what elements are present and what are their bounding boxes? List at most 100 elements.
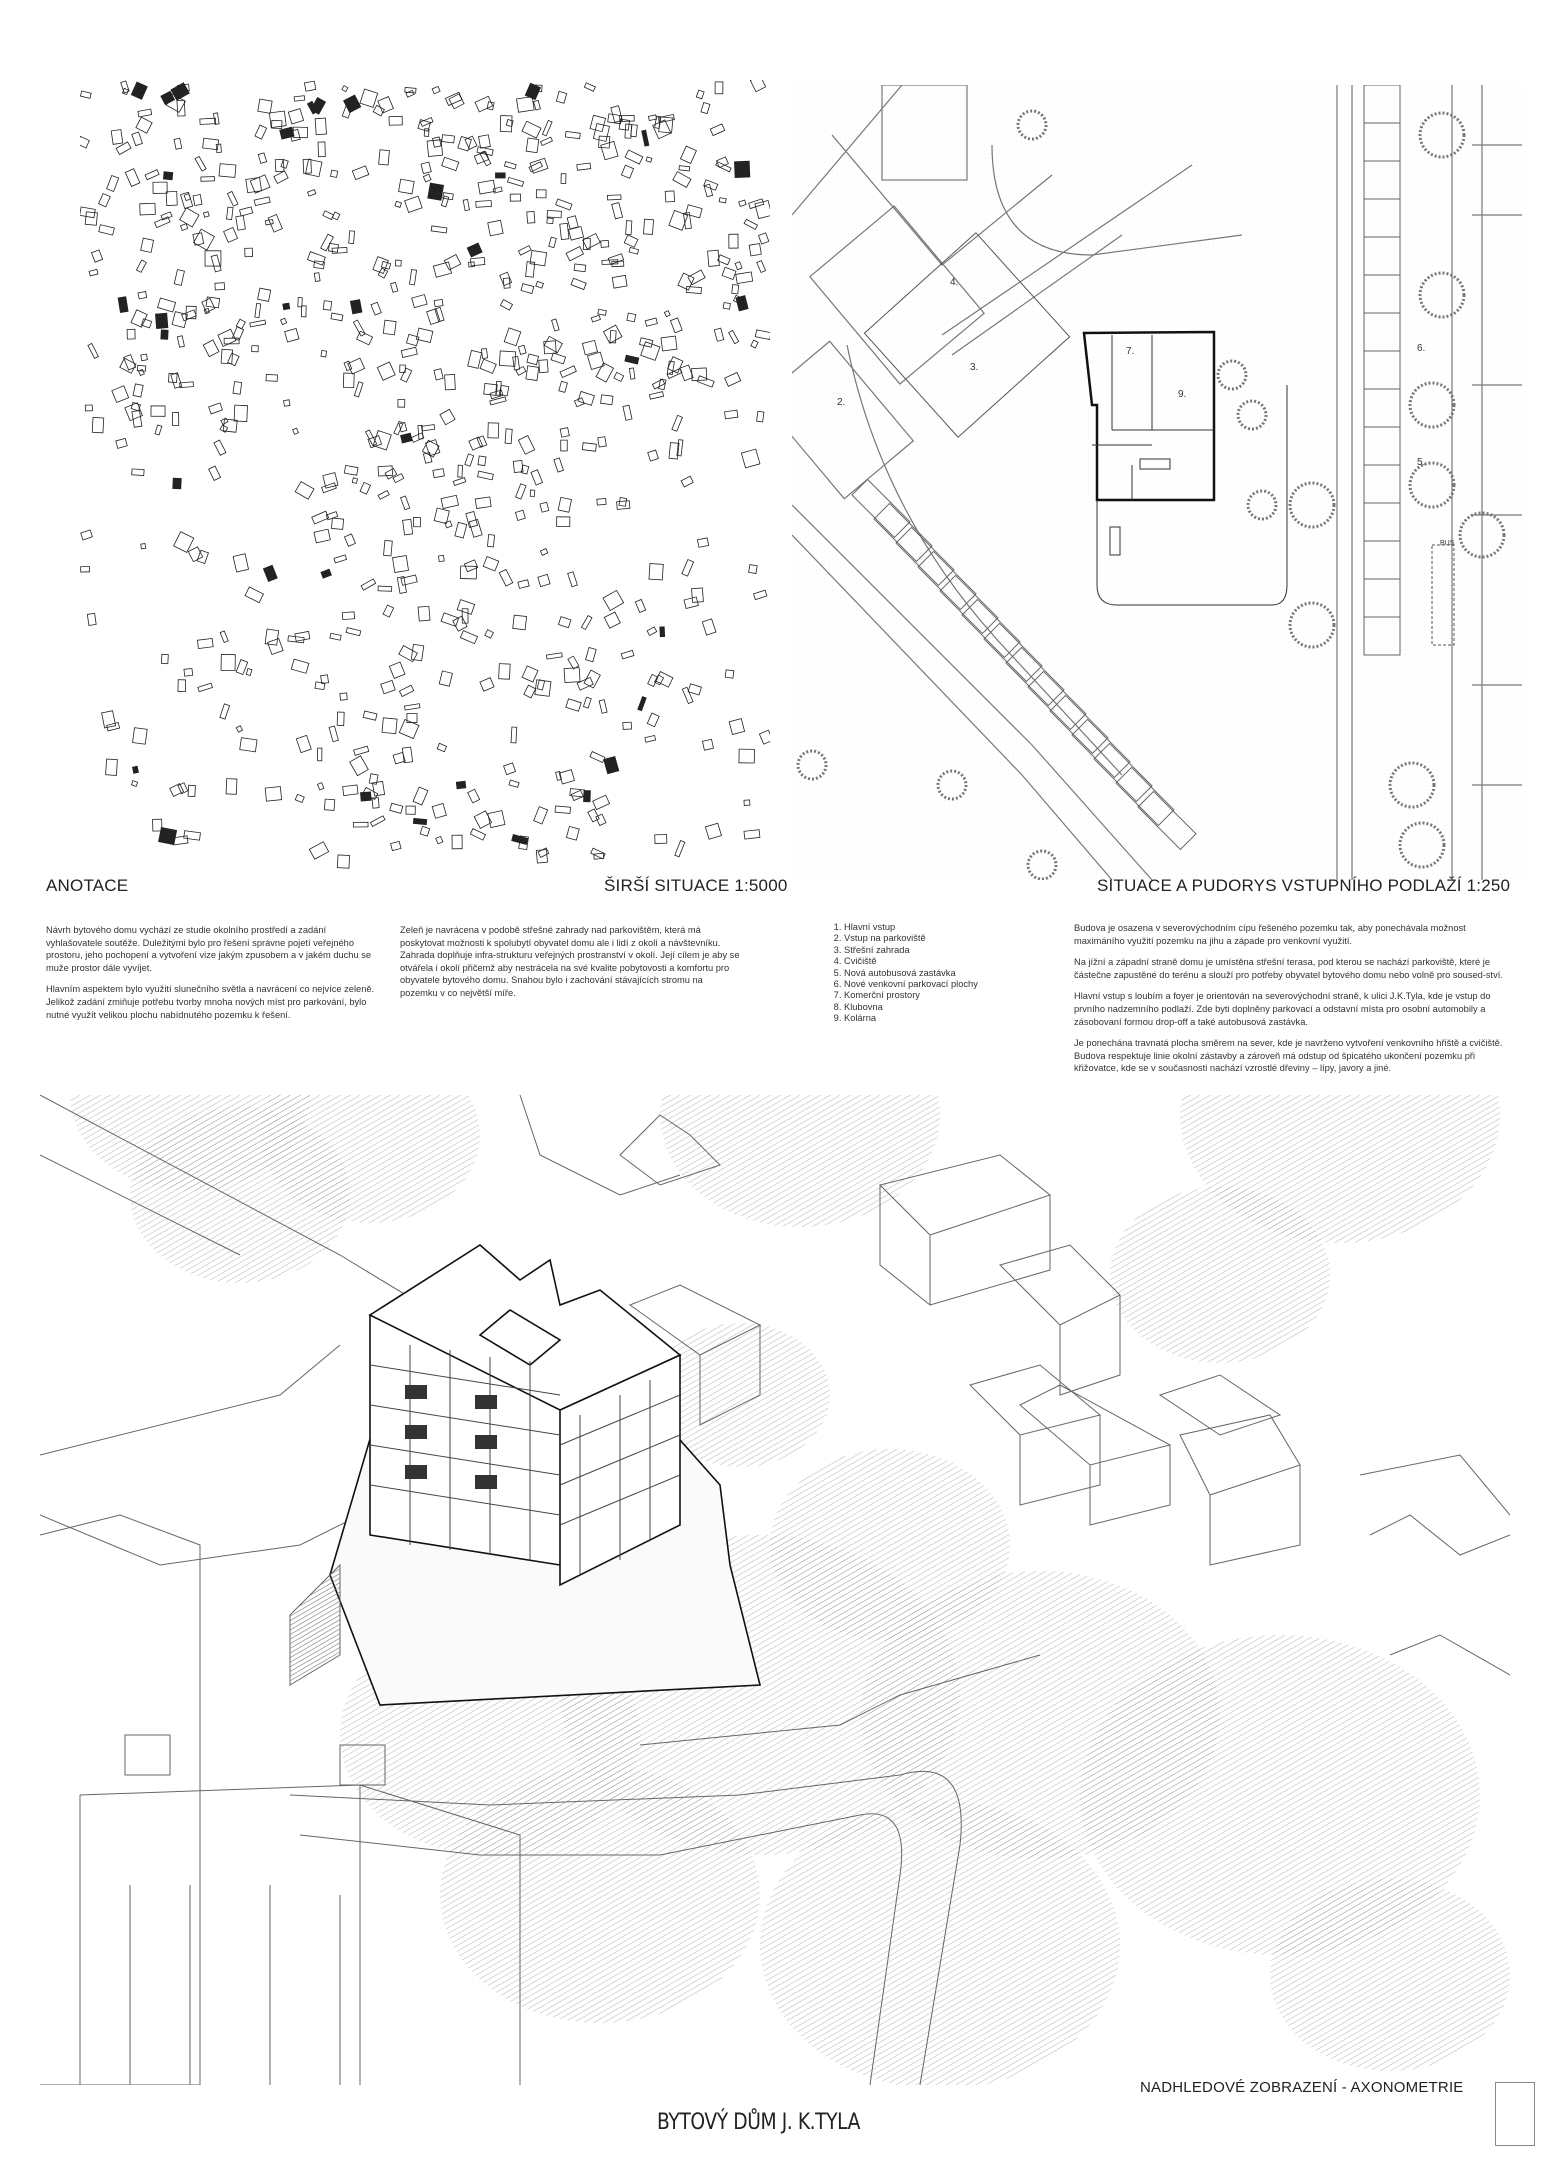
map-building — [294, 480, 315, 500]
map-building — [235, 659, 249, 676]
map-building — [713, 327, 725, 342]
map-building — [507, 176, 525, 187]
map-building — [566, 215, 579, 230]
map-building — [356, 330, 374, 346]
map-building — [553, 457, 564, 473]
map-building — [475, 200, 492, 208]
map-building — [724, 371, 742, 387]
map-building — [106, 174, 120, 192]
map-building — [320, 674, 330, 685]
map-building — [533, 806, 549, 825]
map-building — [470, 257, 486, 267]
map-building — [685, 204, 703, 219]
map-building — [267, 213, 283, 233]
map-building — [687, 683, 702, 696]
map-building — [217, 328, 237, 348]
map-building — [422, 173, 432, 183]
map-building — [602, 589, 625, 612]
map-building — [154, 424, 163, 436]
map-building — [173, 531, 195, 553]
map-building — [520, 283, 535, 294]
map-building — [342, 372, 355, 388]
map-building — [658, 116, 674, 134]
map-building — [132, 727, 148, 745]
map-building — [160, 211, 173, 221]
map-building — [643, 218, 654, 235]
map-building — [703, 183, 714, 198]
map-building — [179, 381, 194, 389]
map-building — [758, 729, 770, 745]
map-building — [681, 686, 694, 705]
map-building — [590, 314, 601, 323]
map-building — [514, 509, 526, 521]
map-building — [517, 245, 532, 256]
axonometry-heading: NADHLEDOVÉ ZOBRAZENÍ - AXONOMETRIE — [1140, 2079, 1464, 2096]
map-building — [205, 296, 221, 309]
map-building — [624, 149, 644, 165]
map-building — [137, 108, 153, 118]
map-building — [657, 113, 675, 124]
tree-canopy — [660, 1095, 940, 1227]
map-building — [735, 271, 754, 285]
map-building — [187, 546, 204, 563]
tree-canopy — [760, 1801, 1120, 2085]
map-building — [478, 134, 491, 149]
map-building — [724, 669, 735, 679]
map-building — [233, 404, 248, 422]
parking-space — [851, 478, 911, 539]
map-building — [98, 192, 111, 208]
map-building — [691, 367, 708, 382]
map-building — [748, 564, 758, 574]
parking-space — [1071, 718, 1131, 779]
map-building — [728, 329, 740, 345]
map-building — [510, 726, 518, 744]
map-building — [381, 717, 398, 735]
map-building — [583, 669, 601, 689]
map-building — [251, 345, 259, 353]
project-title: BYTOVÝ DŮM J. K.TYLA — [657, 2110, 860, 2135]
map-building — [292, 126, 308, 139]
map-building — [683, 212, 692, 230]
map-building — [369, 815, 386, 827]
map-building — [274, 158, 285, 173]
map-building — [279, 317, 288, 326]
map-building — [245, 668, 253, 677]
map-building — [515, 483, 527, 500]
map-building — [489, 396, 507, 406]
map-building — [98, 224, 115, 236]
map-building — [701, 618, 717, 636]
map-building — [405, 805, 416, 815]
map-building — [593, 852, 605, 860]
map-building — [598, 135, 611, 149]
map-building — [529, 250, 548, 267]
map-building — [322, 472, 339, 489]
map-building — [160, 653, 169, 665]
map-building — [336, 711, 345, 727]
map-building — [749, 80, 767, 93]
map-building — [388, 115, 403, 126]
map-building — [526, 211, 536, 224]
map-building — [595, 813, 607, 827]
map-building — [412, 817, 428, 826]
annotation-column-1: Návrh bytového domu vychází ze studie ok… — [46, 924, 376, 1030]
map-building — [333, 554, 348, 564]
map-building — [678, 165, 691, 172]
map-building — [411, 294, 428, 309]
map-building — [80, 90, 92, 99]
map-building — [750, 339, 759, 349]
map-building — [611, 202, 624, 220]
map-building — [264, 786, 283, 802]
map-building — [721, 266, 737, 280]
map-building — [703, 179, 719, 191]
map-building — [585, 646, 597, 663]
map-building — [440, 612, 460, 627]
map-building — [295, 734, 312, 754]
map-building — [219, 630, 229, 644]
map-building — [576, 676, 594, 691]
map-building — [187, 784, 196, 798]
map-building — [512, 614, 528, 631]
map-building — [219, 703, 231, 720]
tree-icon — [1408, 381, 1456, 429]
map-building — [169, 783, 185, 797]
map-building — [565, 245, 585, 262]
